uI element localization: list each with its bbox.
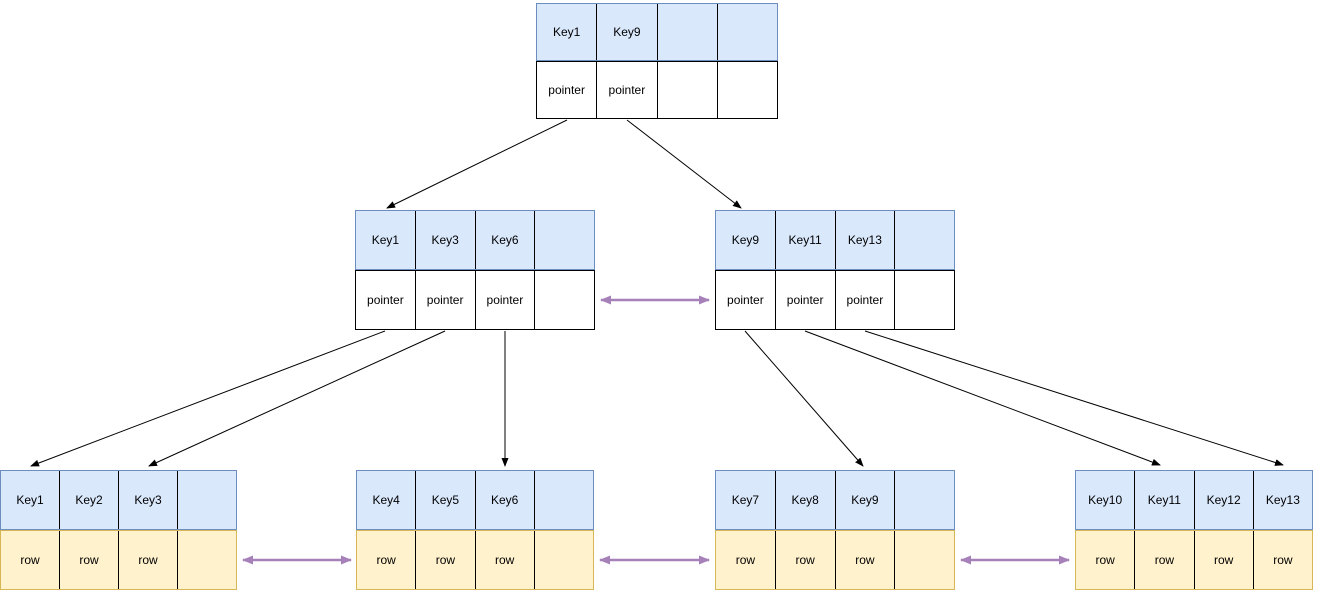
edge-root-pointer1-to-internal-left — [386, 119, 568, 209]
root-key-row: Key1 Key9 — [536, 3, 778, 61]
edge-root-pointer2-to-internal-right — [626, 119, 742, 209]
node-leaf-4: Key10 Key11 Key12 Key13 row row row row — [1075, 470, 1313, 590]
key-cell: Key12 — [1195, 471, 1254, 529]
key-cell: Key1 — [1, 471, 60, 529]
key-cell — [178, 471, 236, 529]
leaf3-row-row: row row row — [715, 530, 955, 590]
row-cell: row — [836, 531, 896, 589]
row-cell: row — [1, 531, 60, 589]
row-cell: row — [119, 531, 178, 589]
key-cell: Key10 — [1076, 471, 1136, 529]
leaf3-key-row: Key7 Key8 Key9 — [715, 470, 955, 530]
row-cell: row — [776, 531, 836, 589]
row-cell — [535, 531, 593, 589]
key-cell: Key5 — [416, 471, 476, 529]
key-cell — [535, 211, 594, 269]
pointer-cell: pointer — [836, 271, 896, 329]
row-cell: row — [1195, 531, 1254, 589]
key-cell — [718, 4, 777, 60]
key-cell: Key1 — [356, 211, 416, 269]
internal-right-key-row: Key9 Key11 Key13 — [715, 210, 955, 270]
key-cell: Key3 — [119, 471, 178, 529]
node-leaf-2: Key4 Key5 Key6 row row row — [356, 470, 594, 590]
key-cell: Key4 — [357, 471, 417, 529]
internal-left-key-row: Key1 Key3 Key6 — [355, 210, 595, 270]
pointer-cell — [718, 62, 777, 118]
node-internal-left: Key1 Key3 Key6 pointer pointer pointer — [355, 210, 595, 330]
key-cell: Key3 — [416, 211, 476, 269]
leaf4-row-row: row row row row — [1075, 530, 1313, 590]
node-root: Key1 Key9 pointer pointer — [536, 3, 778, 119]
key-cell: Key6 — [476, 471, 535, 529]
leaf1-row-row: row row row — [0, 530, 237, 590]
leaf2-row-row: row row row — [356, 530, 594, 590]
key-cell: Key1 — [537, 4, 598, 60]
pointer-cell: pointer — [776, 271, 836, 329]
pointer-cell: pointer — [597, 62, 658, 118]
edge-internal-left-pointer2-to-leaf1 — [148, 330, 446, 467]
internal-left-pointer-row: pointer pointer pointer — [355, 270, 595, 330]
row-cell: row — [1273, 553, 1293, 567]
row-cell: row — [716, 531, 776, 589]
edge-internal-right-pointer1-to-leaf3 — [744, 330, 864, 467]
row-cell: row — [357, 531, 417, 589]
key-cell: Key9 — [597, 4, 658, 60]
leaf1-key-row: Key1 Key2 Key3 — [0, 470, 237, 530]
pointer-cell: pointer — [416, 271, 476, 329]
key-cell: Key6 — [476, 211, 536, 269]
key-cell: Key8 — [776, 471, 836, 529]
key-cell: Key13 — [1265, 493, 1300, 507]
pointer-cell: pointer — [716, 271, 776, 329]
edge-internal-right-pointer3-to-leaf4 — [864, 330, 1284, 466]
pointer-cell — [535, 271, 594, 329]
row-cell: row — [1135, 531, 1195, 589]
pointer-cell: pointer — [476, 271, 536, 329]
key-cell — [535, 471, 593, 529]
edge-internal-left-pointer1-to-leaf1 — [30, 330, 386, 467]
pointer-cell — [895, 271, 954, 329]
key-cell: Key2 — [60, 471, 119, 529]
key-cell — [895, 471, 954, 529]
key-cell: Key11 — [1135, 471, 1195, 529]
pointer-cell: pointer — [356, 271, 416, 329]
internal-right-pointer-row: pointer pointer pointer — [715, 270, 955, 330]
leaf4-key-row: Key10 Key11 Key12 Key13 — [1075, 470, 1313, 530]
key-cell: Key7 — [716, 471, 776, 529]
node-leaf-3: Key7 Key8 Key9 row row row — [715, 470, 955, 590]
row-cell — [178, 531, 236, 589]
row-cell: row — [1076, 531, 1136, 589]
node-internal-right: Key9 Key11 Key13 pointer pointer pointer — [715, 210, 955, 330]
node-leaf-1: Key1 Key2 Key3 row row row — [0, 470, 237, 590]
key-cell: Key9 — [716, 211, 776, 269]
root-pointer-row: pointer pointer — [536, 61, 778, 119]
pointer-cell — [658, 62, 718, 118]
key-cell: Key9 — [836, 471, 896, 529]
key-cell — [658, 4, 718, 60]
pointer-cell: pointer — [537, 62, 598, 118]
row-cell — [895, 531, 954, 589]
key-cell: Key11 — [776, 211, 836, 269]
row-cell: row — [60, 531, 119, 589]
row-cell: row — [476, 531, 535, 589]
edge-internal-right-pointer2-to-leaf4 — [804, 330, 1161, 466]
key-cell: Key13 — [836, 211, 896, 269]
leaf2-key-row: Key4 Key5 Key6 — [356, 470, 594, 530]
key-cell — [895, 211, 954, 269]
row-cell: row — [416, 531, 476, 589]
